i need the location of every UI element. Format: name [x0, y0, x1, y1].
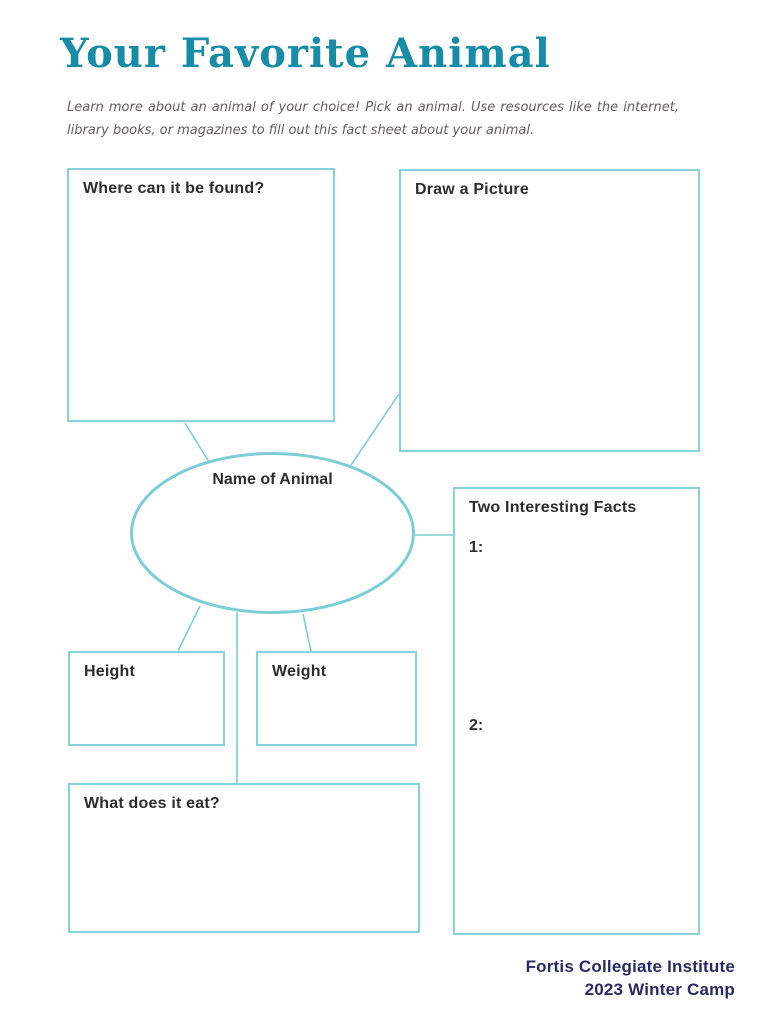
draw-picture-box: Draw a Picture — [399, 169, 700, 452]
name-of-animal-node: Name of Animal — [130, 452, 415, 614]
page-instructions: Learn more about an animal of your choic… — [67, 100, 679, 138]
interesting-facts-box: Two Interesting Facts 1: 2: — [453, 487, 700, 935]
where-found-box: Where can it be found? — [67, 168, 335, 422]
page-title: Your Favorite Animal — [60, 30, 551, 77]
fact-item-1: 1: — [469, 539, 484, 556]
height-label: Height — [84, 663, 135, 680]
where-found-label: Where can it be found? — [83, 180, 265, 197]
weight-label: Weight — [272, 663, 327, 680]
height-box: Height — [68, 651, 225, 746]
footer-camp: 2023 Winter Camp — [584, 979, 735, 999]
what-eat-box: What does it eat? — [68, 783, 420, 933]
draw-picture-label: Draw a Picture — [415, 181, 529, 198]
what-eat-label: What does it eat? — [84, 795, 220, 812]
weight-box: Weight — [256, 651, 417, 746]
name-of-animal-label: Name of Animal — [212, 471, 333, 488]
connector-weight — [302, 613, 312, 652]
footer-institute: Fortis Collegiate Institute — [525, 957, 735, 976]
footer: Fortis Collegiate Institute 2023 Winter … — [526, 956, 735, 1002]
fact-item-2: 2: — [469, 717, 484, 734]
interesting-facts-label: Two Interesting Facts — [469, 499, 637, 516]
